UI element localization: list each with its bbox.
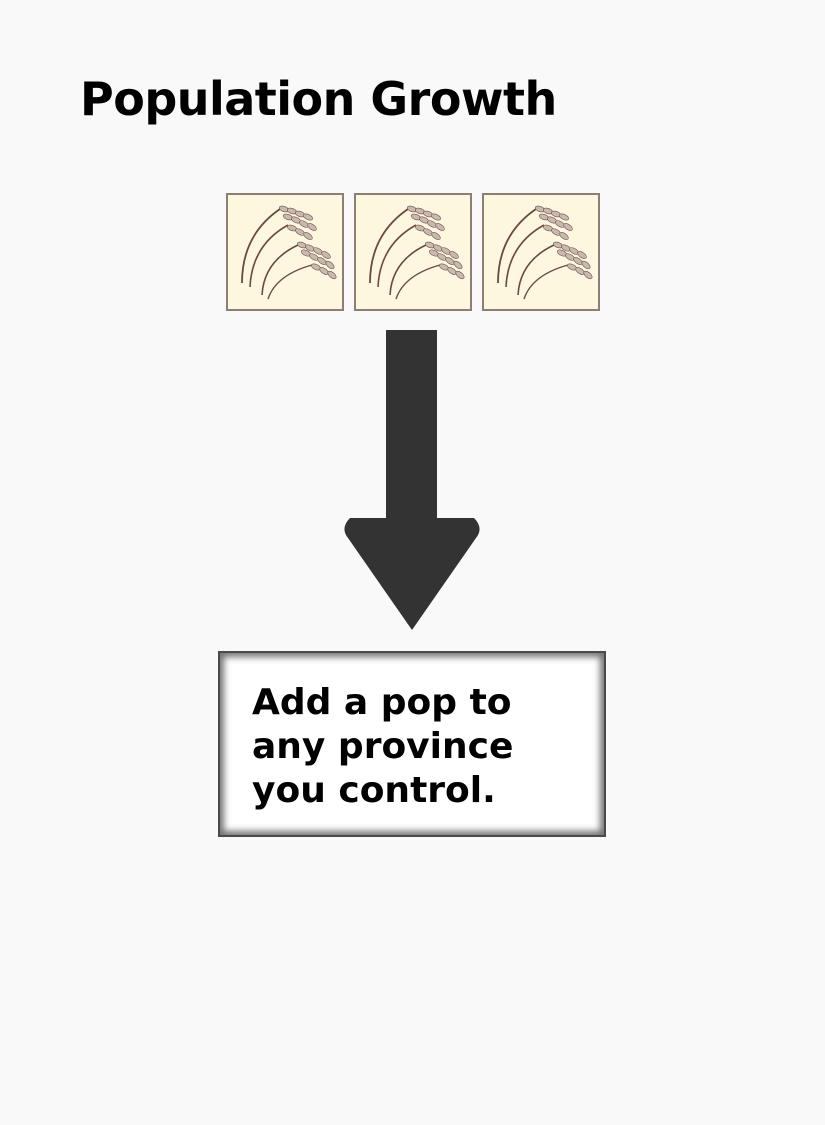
grain-icon bbox=[482, 193, 600, 311]
effect-box: Add a pop to any province you control. bbox=[218, 651, 606, 837]
arrow-down-icon bbox=[344, 330, 480, 630]
cost-row bbox=[226, 193, 600, 311]
grain-icon bbox=[226, 193, 344, 311]
effect-text: Add a pop to any province you control. bbox=[252, 682, 514, 811]
grain-icon bbox=[354, 193, 472, 311]
card-title: Population Growth bbox=[80, 72, 557, 126]
